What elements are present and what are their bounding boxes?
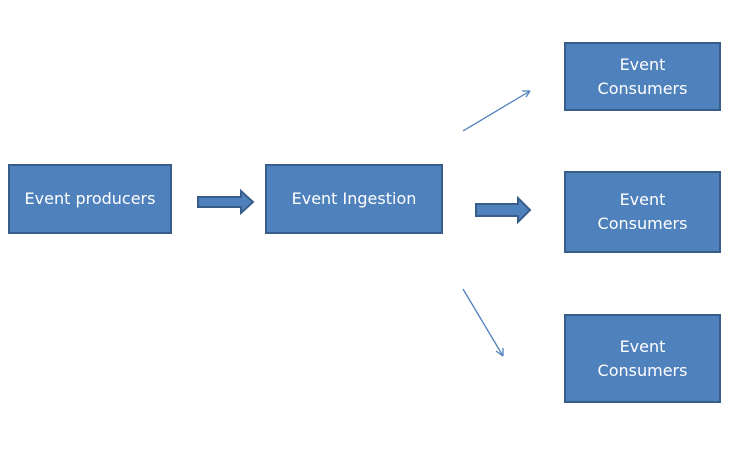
arrow-producers-to-ingestion bbox=[197, 188, 255, 216]
event-consumers-label-2: Event Consumers bbox=[597, 190, 688, 233]
event-producers-box: Event producers bbox=[8, 164, 172, 234]
event-consumers-box-2: Event Consumers bbox=[564, 171, 721, 253]
event-producers-label: Event producers bbox=[24, 189, 156, 208]
event-consumers-box-3: Event Consumers bbox=[564, 314, 721, 403]
event-ingestion-label: Event Ingestion bbox=[291, 189, 417, 208]
event-consumers-label-1: Event Consumers bbox=[597, 54, 688, 98]
arrow-ingestion-to-consumers-3 bbox=[462, 288, 504, 357]
event-consumers-box-1: Event Consumers bbox=[564, 42, 721, 111]
arrow-ingestion-to-consumers-2 bbox=[475, 195, 532, 225]
event-consumers-label-3: Event Consumers bbox=[597, 336, 688, 380]
event-ingestion-box: Event Ingestion bbox=[265, 164, 443, 234]
arrow-ingestion-to-consumers-1 bbox=[462, 90, 531, 132]
